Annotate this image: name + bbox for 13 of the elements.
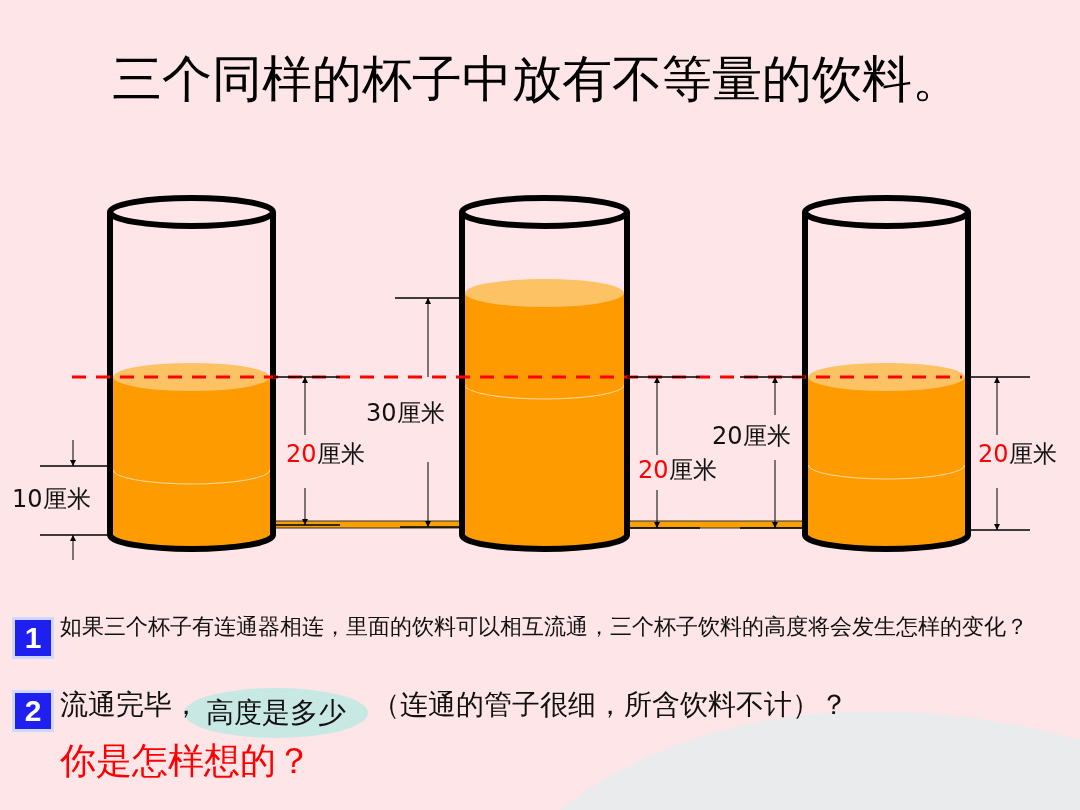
- dimension-label: 20厘米: [638, 457, 717, 484]
- title: 三个同样的杯子中放有不等量的饮料。: [112, 52, 962, 107]
- dimension-label: 20厘米: [978, 441, 1057, 468]
- number-badge: 1: [12, 617, 54, 659]
- question-text: 流通完毕，: [60, 690, 200, 721]
- dimension-label: 10厘米: [12, 486, 91, 513]
- question-text: 如果三个杯子有连通器相连，里面的饮料可以相互流通，三个杯子饮料的高度将会发生怎样的变化？: [60, 614, 1028, 639]
- dimension-label: 20厘米: [712, 423, 791, 450]
- question-text: （连通的管子很细，所含饮料不计）？: [372, 690, 848, 721]
- dimension-label: 30厘米: [366, 400, 445, 427]
- dimension-label: 20厘米: [286, 441, 365, 468]
- prompt-text: 你是怎样想的？: [60, 741, 312, 781]
- number-badge: 2: [12, 690, 54, 732]
